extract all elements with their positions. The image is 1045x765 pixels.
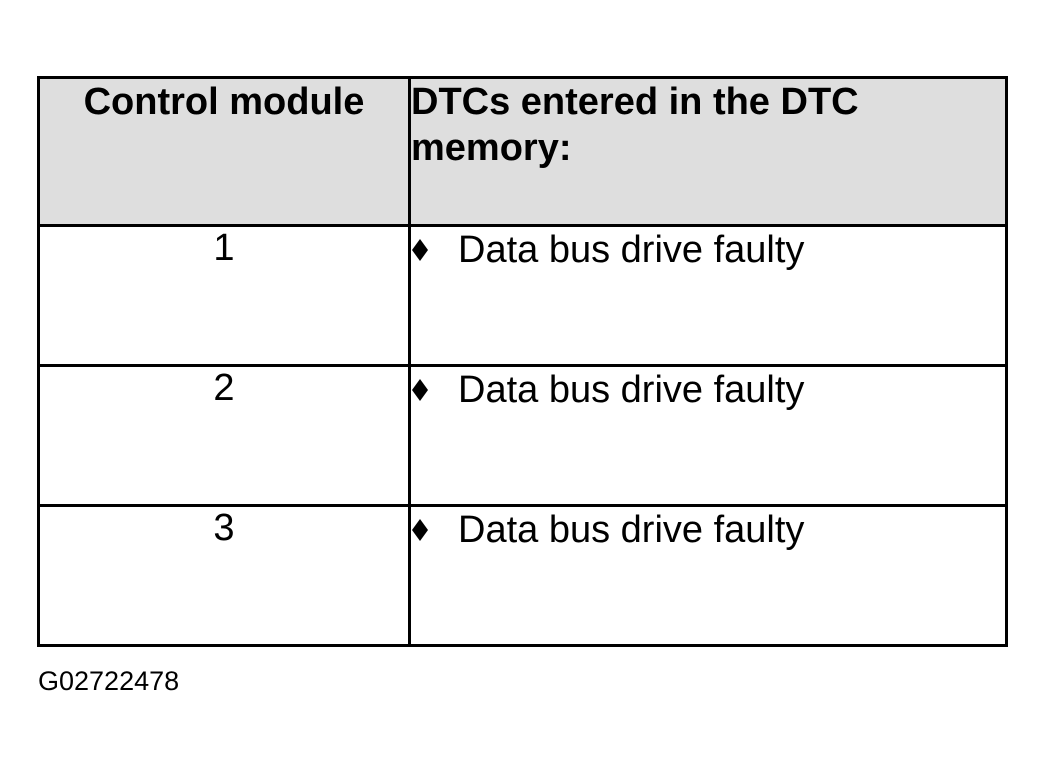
list-item: Data bus drive faulty — [411, 227, 1005, 273]
column-header-control-module: Control module — [37, 76, 411, 227]
table-header-row: Control module DTCs entered in the DTC m… — [37, 76, 1008, 227]
figure-caption: G02722478 — [38, 666, 180, 696]
dtc-memory-table: Control module DTCs entered in the DTC m… — [37, 76, 1008, 647]
column-header-dtcs: DTCs entered in the DTC memory: — [408, 76, 1008, 227]
table-header: Control module DTCs entered in the DTC m… — [37, 76, 1008, 227]
table-row: 1 Data bus drive faulty — [37, 224, 1008, 367]
dtc-list-2: Data bus drive faulty — [411, 367, 1005, 413]
dtc-list-1: Data bus drive faulty — [411, 227, 1005, 273]
diamond-bullet-icon — [412, 519, 428, 541]
dtc-list-3: Data bus drive faulty — [411, 507, 1005, 553]
diamond-bullet-icon — [412, 239, 428, 261]
table-body: 1 Data bus drive faulty 2 — [37, 224, 1008, 647]
table-row: 3 Data bus drive faulty — [37, 504, 1008, 647]
diamond-bullet-icon — [412, 379, 428, 401]
cell-control-module-1: 1 — [37, 224, 411, 367]
cell-dtcs-1: Data bus drive faulty — [408, 224, 1008, 367]
list-item: Data bus drive faulty — [411, 367, 1005, 413]
dtc-label: Data bus drive faulty — [458, 509, 805, 551]
list-item: Data bus drive faulty — [411, 507, 1005, 553]
table-row: 2 Data bus drive faulty — [37, 364, 1008, 507]
cell-dtcs-2: Data bus drive faulty — [408, 364, 1008, 507]
dtc-label: Data bus drive faulty — [458, 229, 805, 271]
cell-dtcs-3: Data bus drive faulty — [408, 504, 1008, 647]
cell-control-module-3: 3 — [37, 504, 411, 647]
dtc-label: Data bus drive faulty — [458, 369, 805, 411]
cell-control-module-2: 2 — [37, 364, 411, 507]
